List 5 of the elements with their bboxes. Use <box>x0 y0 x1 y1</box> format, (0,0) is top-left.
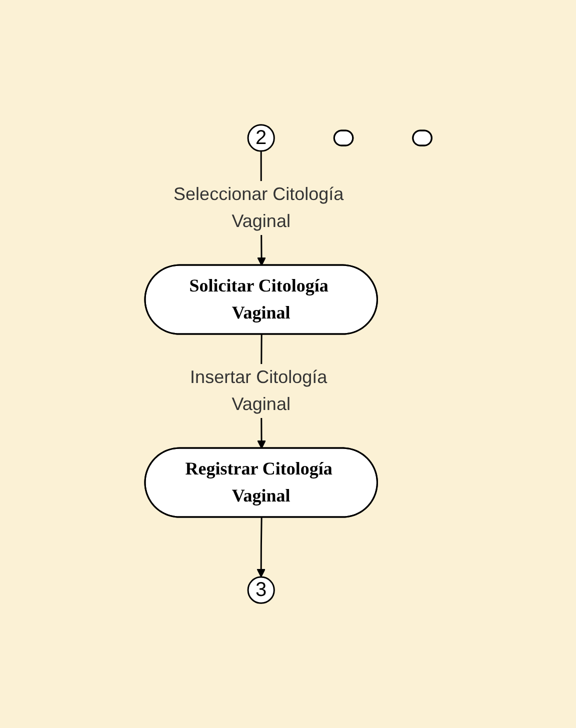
edge-label: Seleccionar Citología Vaginal <box>173 184 344 232</box>
node-circle: 2 <box>246 124 275 152</box>
node-circle: 3 <box>246 576 275 604</box>
arrow <box>256 517 266 578</box>
edge-label: Insertar Citología Vaginal <box>190 367 327 414</box>
